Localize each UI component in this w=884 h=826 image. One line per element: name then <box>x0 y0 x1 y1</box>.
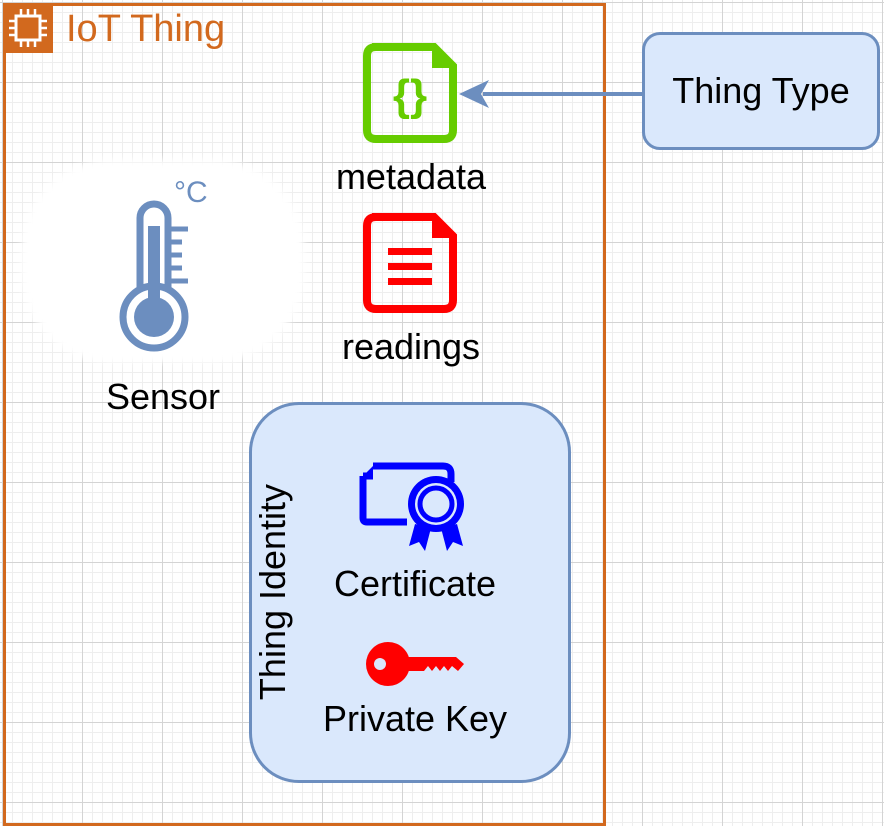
svg-text:{}: {} <box>393 71 427 120</box>
certificate-icon[interactable] <box>359 462 471 559</box>
certificate-label: Certificate <box>333 563 497 604</box>
thing-type-label: Thing Type <box>672 70 850 111</box>
sensor-label: Sensor <box>105 376 221 417</box>
celsius-glyph: °C <box>174 176 208 209</box>
json-file-icon[interactable]: {} <box>362 42 458 149</box>
document-icon[interactable] <box>362 212 458 319</box>
metadata-label: metadata <box>335 156 487 197</box>
key-icon[interactable] <box>364 640 466 693</box>
thing-identity-title: Thing Identity <box>252 483 293 701</box>
readings-label: readings <box>341 326 481 367</box>
container-title: IoT Thing <box>66 8 226 50</box>
chip-icon <box>3 3 53 53</box>
thing-type-arrow <box>459 80 643 108</box>
private-key-label: Private Key <box>322 698 508 739</box>
thermometer-icon[interactable] <box>110 174 230 359</box>
thing-type-node[interactable]: Thing Type <box>642 32 880 150</box>
